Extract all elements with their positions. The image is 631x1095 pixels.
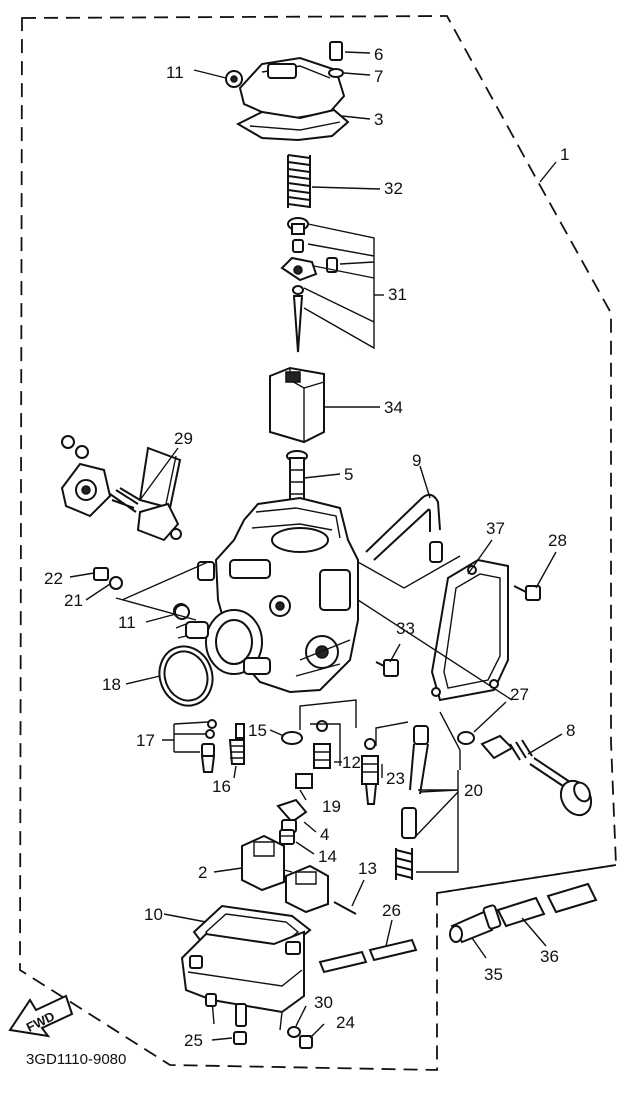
- cover-gasket: [235, 108, 350, 142]
- cover-fitting: [267, 63, 297, 79]
- label-27: 27: [510, 685, 529, 704]
- label-18: 18: [102, 675, 121, 694]
- label-21: 21: [64, 591, 83, 610]
- label-33: 33: [396, 619, 415, 638]
- washer-7: [328, 68, 344, 78]
- throttle-stop-group-29: [60, 435, 182, 542]
- leader-lines: [69, 51, 563, 1041]
- screw-28: [513, 585, 541, 601]
- carburetor-body: [173, 496, 359, 694]
- float-pin-13: [333, 901, 357, 915]
- label-23: 23: [386, 769, 405, 788]
- pipe-5: [286, 450, 308, 503]
- label-29: 29: [174, 429, 193, 448]
- main-jet-14: [279, 829, 295, 845]
- gasket-inner: [249, 121, 341, 131]
- label-32: 32: [384, 179, 403, 198]
- drawing-code: 3GD1110-9080: [26, 1051, 126, 1068]
- jets-left: [200, 719, 303, 773]
- float-2: [241, 834, 329, 914]
- label-15: 15: [248, 721, 267, 740]
- label-14: 14: [318, 847, 337, 866]
- jets-center: [295, 720, 379, 805]
- o-ring-18: [158, 645, 214, 707]
- cover-37: [430, 558, 509, 702]
- label-7: 7: [374, 67, 383, 86]
- sub-assembly-boundary: [436, 864, 617, 894]
- label-6: 6: [374, 45, 383, 64]
- label-31: 31: [388, 285, 407, 304]
- label-10: 10: [144, 905, 163, 924]
- float-bowl: [180, 904, 312, 1031]
- label-5: 5: [344, 465, 353, 484]
- fitting-35: [449, 904, 502, 944]
- label-2: 2: [198, 863, 207, 882]
- needle-valve-20: [395, 725, 429, 880]
- label-9: 9: [412, 451, 421, 470]
- label-22: 22: [44, 569, 63, 588]
- o-ring-27: [457, 731, 475, 745]
- label-4: 4: [320, 825, 329, 844]
- label-37: 37: [486, 519, 505, 538]
- label-12: 12: [342, 753, 361, 772]
- label-34: 34: [384, 398, 403, 417]
- spring-32: [287, 154, 311, 208]
- label-11-top: 11: [166, 63, 184, 82]
- label-11-side: 11: [118, 613, 136, 632]
- throttle-slide-34: [269, 366, 325, 444]
- label-17: 17: [136, 731, 155, 750]
- screw-6: [329, 41, 343, 61]
- top-cover-group: [225, 41, 350, 142]
- label-35: 35: [484, 965, 503, 984]
- label-20: 20: [464, 781, 483, 800]
- label-1: 1: [560, 145, 569, 164]
- label-36: 36: [540, 947, 559, 966]
- hose-36: [496, 882, 598, 928]
- hose-26: [318, 938, 418, 974]
- label-25: 25: [184, 1031, 203, 1050]
- label-28: 28: [548, 531, 567, 550]
- needle-jet-4: [276, 798, 308, 833]
- screw-33: [375, 659, 399, 677]
- label-30: 30: [314, 993, 333, 1012]
- label-8: 8: [566, 721, 575, 740]
- label-19: 19: [322, 797, 341, 816]
- fwd-arrow-icon: FWD: [8, 994, 74, 1038]
- starter-plunger-8: [480, 734, 593, 817]
- hose-9: [365, 493, 443, 563]
- o-ring-30: [287, 1026, 301, 1038]
- screw-24: [299, 1035, 313, 1049]
- jet-needle-group-31: [280, 217, 338, 353]
- drain-screw-25: [233, 1031, 247, 1045]
- screw-22-washer-21: [93, 567, 123, 590]
- label-13: 13: [358, 859, 377, 878]
- label-26: 26: [382, 901, 401, 920]
- label-3: 3: [374, 110, 383, 129]
- label-24: 24: [336, 1013, 355, 1032]
- cap-11-top-inner: [230, 75, 238, 83]
- label-16: 16: [212, 777, 231, 796]
